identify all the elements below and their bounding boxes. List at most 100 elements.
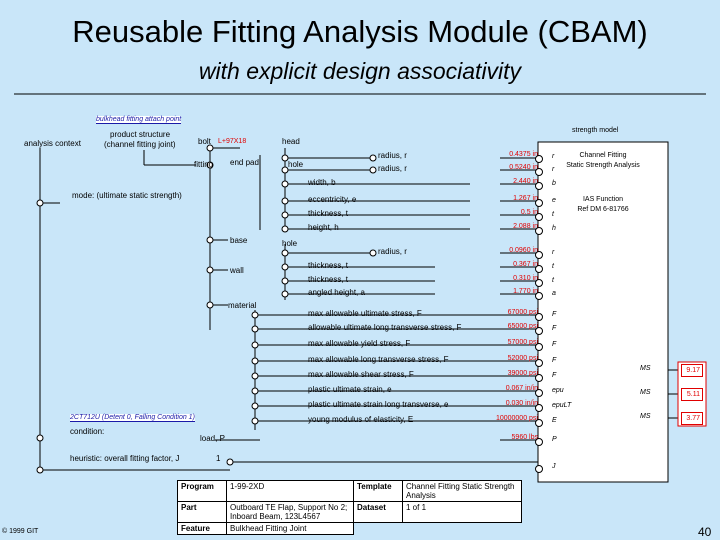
slide-subtitle: with explicit design associativity [198, 58, 522, 84]
model-input-port [535, 292, 543, 300]
bulkhead-tag: bulkhead fitting attach point [96, 116, 182, 124]
model-input-port [535, 213, 543, 221]
attribute-value: 67000 psi [507, 309, 538, 316]
model-input-port [535, 389, 543, 397]
model-input-port [535, 419, 543, 427]
part-value: Outboard TE Flap, Support No 2; Inboard … [226, 501, 354, 523]
model-input-port [535, 279, 543, 287]
attribute-value: 0.067 in/in [505, 385, 538, 392]
product-structure-sub: (channel fitting joint) [104, 140, 176, 149]
model-input-port [535, 251, 543, 259]
attribute-label: thickness, t [308, 261, 349, 270]
attribute-value: 0.030 in/in [505, 400, 538, 407]
part-label: Part [177, 501, 227, 523]
attribute-label: max allowable long transverse stress, F [308, 355, 449, 364]
attribute-value: 0.4375 in [509, 151, 538, 158]
model-input-symbol: r [552, 249, 555, 256]
attribute-value: 2.440 in [513, 178, 538, 185]
attribute-label: radius, r [378, 247, 407, 256]
model-input-port [535, 343, 543, 351]
wall-label: wall [230, 266, 244, 275]
attribute-value: 57000 psi [507, 339, 538, 346]
model-input-symbol: F [552, 311, 557, 318]
model-input-symbol: J [552, 463, 556, 470]
attribute-label: max allowable yield stress, F [308, 339, 411, 348]
model-input-port [535, 359, 543, 367]
hole-label: hole [288, 160, 304, 169]
ms-value-2: 5.11 [681, 388, 703, 401]
ms-value-3: 3.77 [681, 412, 703, 425]
attribute-label: radius, r [378, 164, 407, 173]
attribute-label: plastic ultimate strain, e [308, 385, 392, 394]
attribute-value: 65000 psi [507, 323, 538, 330]
model-input-symbol: b [552, 180, 556, 187]
condition-label: condition: [70, 427, 105, 436]
dataset-value: 1 of 1 [402, 501, 522, 523]
attribute-value: 1.267 in [513, 195, 538, 202]
attribute-label: max allowable ultimate stress, F [308, 309, 422, 318]
feature-label: Feature [177, 522, 227, 535]
program-value: 1-99-2XD [226, 480, 354, 502]
model-subtitle: Static Strength Analysis [566, 162, 640, 169]
attribute-label: thickness, t [308, 275, 349, 284]
attribute-label: max allowable shear stress, F [308, 370, 414, 379]
attribute-value: 10000000 psi [495, 415, 538, 422]
head-label: head [282, 137, 300, 146]
model-input-symbol: r [552, 153, 555, 160]
model-input-port [535, 313, 543, 321]
model-input-port [535, 182, 543, 190]
bolt-id: L+97X18 [218, 138, 247, 145]
attribute-label: radius, r [378, 151, 407, 160]
ms-label-1: MS [640, 365, 651, 372]
dataset-label: Dataset [353, 501, 403, 523]
ms-value-1: 9.17 [681, 364, 703, 377]
attribute-label: young modulus of elasticity, E [308, 415, 414, 424]
ias-ref: Ref DM 6-81766 [577, 206, 629, 213]
attribute-label: thickness, t [308, 209, 349, 218]
model-input-port [535, 327, 543, 335]
attribute-label: angled height, a [308, 288, 365, 297]
model-input-symbol: F [552, 357, 557, 364]
copyright: © 1999 GIT [2, 528, 39, 535]
load-label: load, P [200, 434, 225, 443]
model-input-port [535, 199, 543, 207]
attribute-value: 2.088 in [513, 223, 538, 230]
attribute-value: 0.367 in [513, 261, 538, 268]
model-input-port [535, 155, 543, 163]
model-input-port [535, 227, 543, 235]
condition-tag: 2CT712U (Detent 0, Falling Condition 1) [70, 414, 195, 422]
template-value: Channel Fitting Static Strength Analysis [402, 480, 522, 502]
attribute-value: 1.770 in [513, 288, 538, 295]
model-input-port [535, 168, 543, 176]
attribute-label: width, b [308, 178, 336, 187]
model-input-symbol: F [552, 325, 557, 332]
model-input-symbol: epu [552, 387, 564, 394]
model-input-port [535, 404, 543, 412]
page-number: 40 [698, 525, 712, 539]
model-input-symbol: t [552, 263, 554, 270]
model-input-port [535, 465, 543, 473]
model-input-symbol: e [552, 197, 556, 204]
program-label: Program [177, 480, 227, 502]
model-input-symbol: a [552, 290, 556, 297]
end-pad-label: end pad [230, 158, 259, 167]
analysis-context-label: analysis context [24, 139, 81, 148]
model-input-symbol: F [552, 341, 557, 348]
base-label: base [230, 236, 248, 245]
ias-function: IAS Function [582, 196, 624, 203]
heuristic-label: heuristic: overall fitting factor, J [70, 454, 180, 463]
model-input-port [535, 438, 543, 446]
model-title: Channel Fitting [579, 152, 627, 159]
base-hole-label: hole [282, 239, 298, 248]
attribute-value: 0.0960 in [509, 247, 538, 254]
fitting-label: fitting [194, 160, 214, 169]
attribute-label: height, h [308, 223, 339, 232]
model-input-symbol: P [552, 436, 557, 443]
attribute-value: 0.5 in [520, 209, 538, 216]
model-input-symbol: r [552, 166, 555, 173]
bolt-label: bolt [198, 137, 211, 146]
attribute-value: 0.310 in [513, 275, 538, 282]
model-input-port [535, 265, 543, 273]
model-input-symbol: E [552, 417, 557, 424]
